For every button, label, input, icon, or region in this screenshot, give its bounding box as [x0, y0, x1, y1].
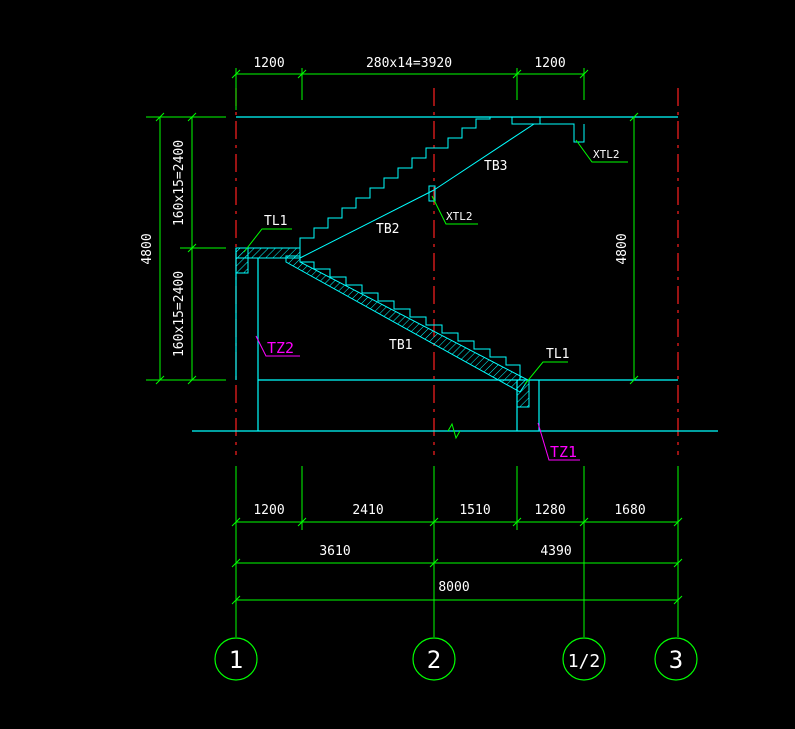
tb1-steps	[300, 261, 521, 380]
label-tz1: TZ1	[550, 443, 577, 461]
xtl2-top-beam	[534, 123, 585, 143]
axis-bubble-text: 1 2 1/2 3	[229, 646, 683, 674]
axis-label-1-2: 1/2	[568, 651, 601, 672]
tz1-leader	[537, 422, 580, 461]
dim-top-stairs: 280x14=3920	[366, 56, 452, 71]
dim-bottom-row2-2: 4390	[540, 544, 571, 559]
label-tz2: TZ2	[267, 339, 294, 357]
dim-left-lower: 160x15=2400	[172, 271, 187, 357]
xtl2-mid-beam	[428, 185, 436, 202]
label-tl1-bottom: TL1	[546, 347, 569, 362]
tb3-soffit	[433, 123, 535, 191]
xtl2-mid-leader	[431, 195, 478, 225]
column-leaders	[255, 335, 580, 461]
label-xtl2-mid: XTL2	[446, 210, 473, 223]
axis-label-1: 1	[229, 646, 243, 674]
axis-label-2: 2	[427, 646, 441, 674]
label-tb2: TB2	[376, 222, 399, 237]
dim-right-total: 4800	[615, 233, 630, 264]
tl1-top-leader	[243, 228, 292, 253]
label-leaders	[243, 139, 628, 385]
component-labels: TL1 TL1 XTL2 XTL2 TB1 TB2 TB3	[264, 148, 620, 362]
dim-top-left: 1200	[253, 56, 284, 71]
dim-bottom-5: 1680	[614, 503, 645, 518]
axis-label-3: 3	[669, 646, 683, 674]
axis-bubble-1	[214, 637, 258, 681]
dimension-lines	[146, 68, 683, 637]
label-tl1-top: TL1	[264, 214, 287, 229]
label-tb3: TB3	[484, 159, 507, 174]
dimension-text: 1200 280x14=3920 1200 160x15=2400 160x15…	[140, 56, 646, 595]
axis-bubble-3	[654, 637, 698, 681]
tb2-soffit	[299, 189, 435, 259]
tl1-beam-bottom	[516, 379, 530, 408]
tb1-flight	[285, 255, 529, 393]
tl1-bottom-leader	[524, 361, 568, 385]
dim-bottom-1: 1200	[253, 503, 284, 518]
tb2-steps	[299, 147, 434, 248]
dim-left-upper: 160x15=2400	[172, 140, 187, 226]
dim-bottom-2: 2410	[352, 503, 383, 518]
dim-bottom-row2-1: 3610	[319, 544, 350, 559]
dim-top-right: 1200	[534, 56, 565, 71]
tz2-leader	[255, 335, 300, 357]
tl1-beam-top	[235, 247, 249, 274]
xtl2-top-leader	[575, 139, 628, 163]
dim-left-total: 4800	[140, 233, 155, 264]
label-xtl2-top: XTL2	[593, 148, 620, 161]
label-tb1: TB1	[389, 338, 412, 353]
stair-flights	[235, 116, 585, 408]
dim-bottom-total: 8000	[438, 580, 469, 595]
axis-bubbles	[214, 637, 698, 681]
axis-bubble-1-2	[562, 637, 606, 681]
dim-bottom-4: 1280	[534, 503, 565, 518]
building-outline	[192, 116, 718, 432]
axis-bubble-2	[412, 637, 456, 681]
dim-bottom-3: 1510	[459, 503, 490, 518]
tb3-steps	[434, 116, 541, 149]
column-labels: TZ2 TZ1	[267, 339, 577, 461]
axis-lines	[235, 88, 679, 455]
